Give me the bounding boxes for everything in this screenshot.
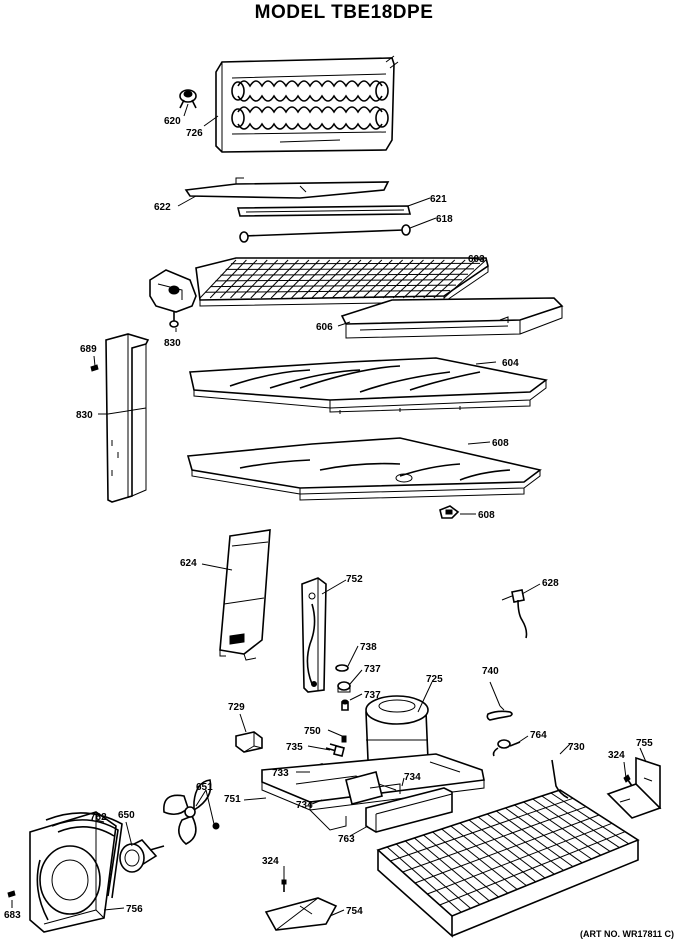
callout-620: 620 xyxy=(164,116,181,127)
condenser-730 xyxy=(376,759,640,938)
heater-rod-621 xyxy=(236,205,412,217)
callout-729: 729 xyxy=(228,702,245,713)
channel-830 xyxy=(105,333,150,503)
relay-735 xyxy=(325,743,345,757)
foot-754 xyxy=(264,897,338,931)
grommet-738 xyxy=(335,664,349,672)
grommet-737a xyxy=(337,681,351,693)
callout-604: 604 xyxy=(502,358,519,369)
callout-755: 755 xyxy=(636,738,653,749)
callout-752: 752 xyxy=(346,574,363,585)
art-number: (ART NO. WR17811 C) xyxy=(579,929,674,939)
cord-628 xyxy=(501,589,528,639)
callout-603: 603 xyxy=(468,254,485,265)
valve-764 xyxy=(492,739,521,757)
callout-628: 628 xyxy=(542,578,559,589)
callout-734-b: 734 xyxy=(296,800,313,811)
screw-683 xyxy=(7,890,16,898)
pan-604 xyxy=(189,357,548,414)
clip-608 xyxy=(439,505,460,519)
screw-750 xyxy=(341,735,347,743)
callout-324-b: 324 xyxy=(262,856,279,867)
callout-734-a: 734 xyxy=(404,772,421,783)
callout-608-b: 608 xyxy=(478,510,495,521)
callout-608-a: 608 xyxy=(492,438,509,449)
callout-830-b: 830 xyxy=(76,410,93,421)
clip-740 xyxy=(486,705,513,721)
grille-603 xyxy=(195,257,489,307)
duct-624 xyxy=(219,529,271,661)
screw-324a xyxy=(623,774,633,787)
callout-738: 738 xyxy=(360,642,377,653)
evaporator-726 xyxy=(215,55,399,153)
bracket-755 xyxy=(606,756,662,819)
callout-764: 764 xyxy=(530,730,547,741)
callout-621: 621 xyxy=(430,194,447,205)
callout-683: 683 xyxy=(4,910,21,921)
callout-606: 606 xyxy=(316,322,333,333)
capacitor-729 xyxy=(235,731,263,753)
callout-830-a: 830 xyxy=(164,338,181,349)
callout-689: 689 xyxy=(80,344,97,355)
callout-751: 751 xyxy=(224,794,241,805)
callout-763: 763 xyxy=(338,834,355,845)
callout-324-a: 324 xyxy=(608,750,625,761)
callout-733: 733 xyxy=(272,768,289,779)
callout-651: 651 xyxy=(196,782,213,793)
callout-726: 726 xyxy=(186,128,203,139)
callout-735: 735 xyxy=(286,742,303,753)
grommet-737b xyxy=(341,699,349,711)
callout-737-a: 737 xyxy=(364,664,381,675)
callout-750: 750 xyxy=(304,726,321,737)
callout-650: 650 xyxy=(118,810,135,821)
screw-324b xyxy=(281,879,287,892)
callout-730: 730 xyxy=(568,742,585,753)
callout-740: 740 xyxy=(482,666,499,677)
callout-737-b: 737 xyxy=(364,690,381,701)
control-housing-830 xyxy=(149,269,197,328)
callout-labels: 620 726 622 621 618 603 606 830 689 830 … xyxy=(4,116,653,921)
callout-754: 754 xyxy=(346,906,363,917)
callout-624: 624 xyxy=(180,558,197,569)
fan-motor-650 xyxy=(119,839,165,873)
defrost-rod-618 xyxy=(239,224,411,243)
callout-618: 618 xyxy=(436,214,453,225)
callout-762: 762 xyxy=(90,812,107,823)
leader-lines xyxy=(11,103,647,917)
fan-blade-651 xyxy=(163,779,220,845)
cover-622 xyxy=(184,177,390,199)
callout-725: 725 xyxy=(426,674,443,685)
bracket-752 xyxy=(301,577,327,693)
callout-622: 622 xyxy=(154,202,171,213)
bracket-763 xyxy=(365,787,453,833)
base-751 xyxy=(261,753,485,831)
callout-756: 756 xyxy=(126,904,143,915)
gasket-762 xyxy=(45,812,123,899)
pan-608 xyxy=(186,437,542,501)
shroud-756 xyxy=(29,811,117,933)
thermostat-620 xyxy=(179,89,197,109)
panel-606 xyxy=(340,297,564,339)
page-title: MODEL TBE18DPE xyxy=(254,2,434,23)
